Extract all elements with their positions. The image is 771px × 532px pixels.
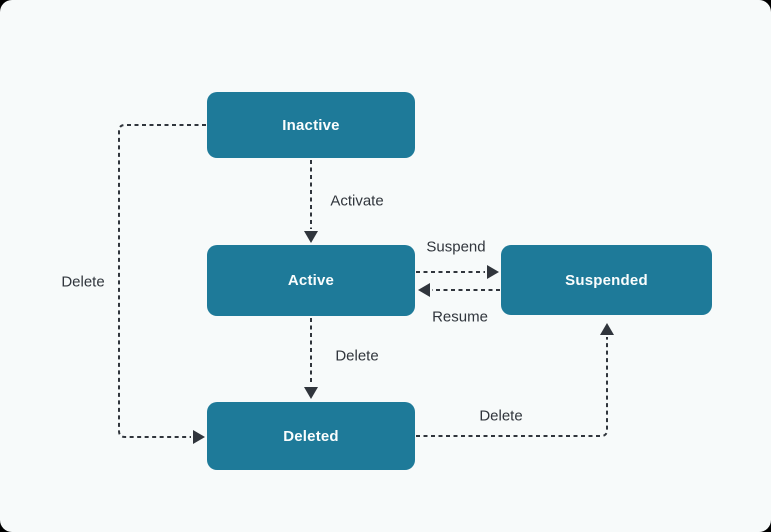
state-inactive: Inactive bbox=[207, 92, 415, 158]
arrowhead-delete-bottom-icon bbox=[600, 323, 614, 335]
arrowhead-delete-left-icon bbox=[193, 430, 205, 444]
state-deleted: Deleted bbox=[207, 402, 415, 470]
edge-delete-bottom bbox=[416, 337, 608, 437]
edge-label-resume: Resume bbox=[432, 308, 488, 326]
arrowhead-suspend-icon bbox=[487, 265, 499, 279]
edge-label-delete-mid: Delete bbox=[335, 347, 379, 365]
edge-label-delete-bottom: Delete bbox=[479, 407, 523, 425]
state-active: Active bbox=[207, 245, 415, 316]
edge-label-activate: Activate bbox=[330, 192, 384, 210]
state-active-label: Active bbox=[287, 272, 335, 289]
edge-label-suspend: Suspend bbox=[426, 238, 486, 256]
arrowhead-activate-icon bbox=[304, 231, 318, 243]
state-deleted-label: Deleted bbox=[283, 427, 339, 445]
state-suspended-label: Suspended bbox=[565, 271, 648, 289]
edge-delete-left bbox=[118, 124, 206, 438]
edge-label-delete-left: Delete bbox=[61, 273, 105, 291]
state-inactive-label: Inactive bbox=[282, 116, 340, 134]
state-suspended: Suspended bbox=[501, 245, 712, 315]
arrowhead-delete-mid-icon bbox=[304, 387, 318, 399]
arrowhead-resume-icon bbox=[418, 283, 430, 297]
